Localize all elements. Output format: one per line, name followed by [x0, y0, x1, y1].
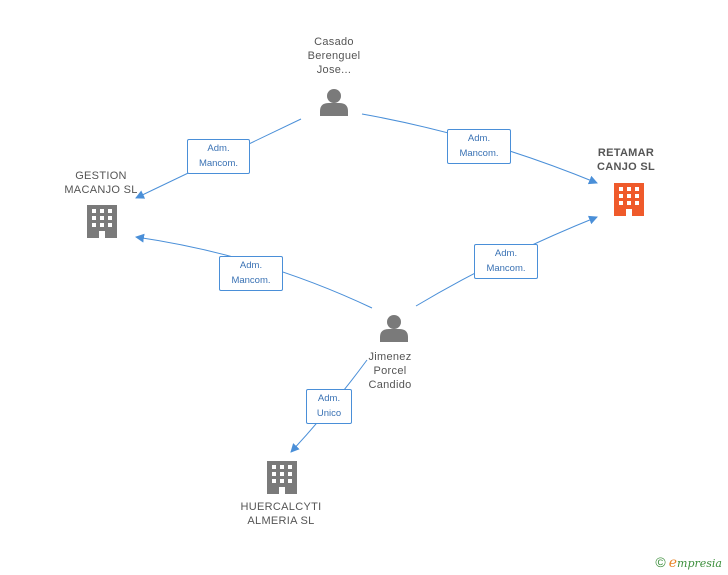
brand-logo: ©empresia: [655, 554, 722, 571]
node-label-huercal[interactable]: HUERCALCYTI ALMERIA SL: [240, 501, 322, 527]
edge-label-casado-gestion: Adm. Mancom.: [187, 139, 250, 174]
node-label-retamar[interactable]: RETAMAR CANJO SL: [596, 147, 656, 173]
edge-label-jimenez-gestion: Adm. Mancom.: [219, 256, 283, 291]
node-label-jimenez[interactable]: Jimenez Porcel Candido: [368, 351, 412, 391]
building-icon[interactable]: [267, 461, 297, 494]
node-label-gestion[interactable]: GESTION MACANJO SL: [64, 170, 138, 196]
person-icon[interactable]: [320, 89, 348, 116]
copyright-icon: ©: [655, 554, 666, 570]
edge-label-jimenez-retamar: Adm. Mancom.: [474, 244, 538, 279]
building-icon[interactable]: [614, 183, 644, 216]
edge-label-casado-retamar: Adm. Mancom.: [447, 129, 511, 164]
brand-name: mpresia: [677, 557, 722, 570]
building-icon[interactable]: [87, 205, 117, 238]
node-label-casado[interactable]: Casado Berenguel Jose...: [307, 36, 361, 76]
person-icon[interactable]: [380, 315, 408, 342]
edge-label-jimenez-huercal: Adm. Unico: [306, 389, 352, 424]
brand-initial: e: [668, 555, 678, 571]
